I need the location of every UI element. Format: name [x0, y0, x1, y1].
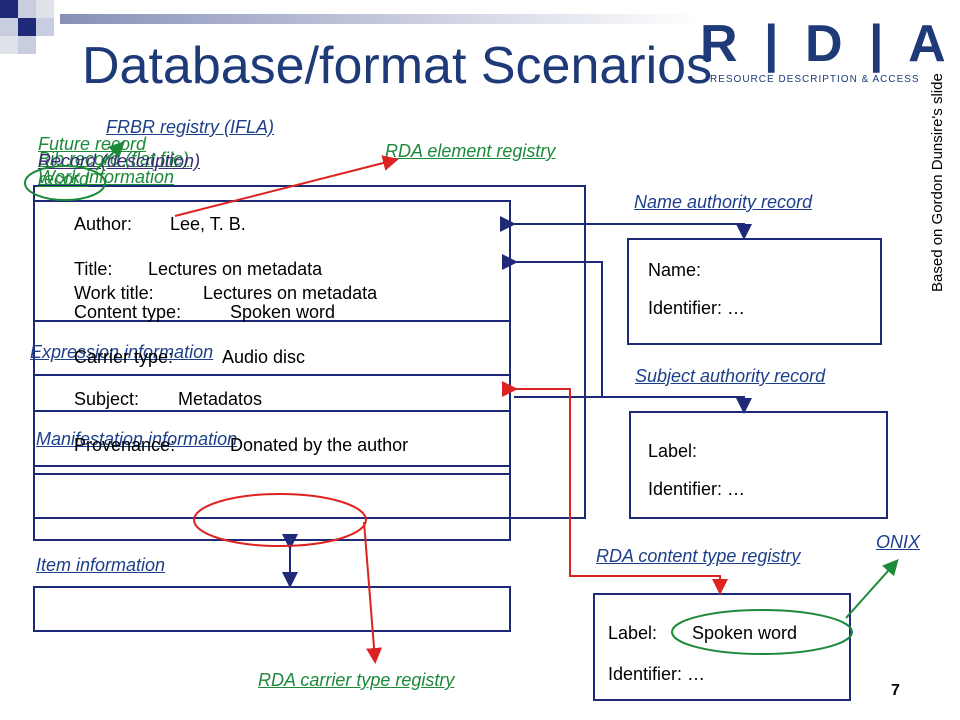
name-identifier: Identifier: … [648, 298, 746, 318]
divider-manifestation [33, 410, 511, 412]
label-expression-information[interactable]: Expression information [30, 342, 214, 362]
decor-square-1 [0, 0, 18, 18]
carriertype-value: Audio disc [222, 347, 306, 367]
contenttype-label: Content type: [74, 302, 182, 322]
name-label: Name: [648, 260, 702, 280]
divider-item-1 [33, 465, 511, 467]
decor-square-6 [36, 18, 54, 36]
rda-logo: R | D | A RESOURCE DESCRIPTION & ACCESS [700, 18, 950, 88]
subject-label-field: Label: [648, 441, 698, 461]
carriertype-label: Carrier type: [74, 347, 174, 367]
rda-content-type-registry-link[interactable]: RDA content type registry [596, 546, 801, 566]
contenttype-value: Spoken word [230, 302, 336, 322]
divider-item-2 [33, 473, 511, 475]
label-item-information[interactable]: Item information [36, 555, 166, 575]
author-label: Author: [74, 214, 133, 234]
decor-bar [60, 14, 700, 24]
rda-logo-tagline: RESOURCE DESCRIPTION & ACCESS [710, 74, 920, 85]
provenance-value: Donated by the author [230, 435, 409, 455]
divider-expression [33, 320, 511, 322]
content-identifier: Identifier: … [608, 664, 706, 684]
subject-identifier: Identifier: … [648, 479, 746, 499]
author-value: Lee, T. B. [170, 214, 246, 234]
subject-authority-box [629, 411, 888, 519]
rda-element-registry-link[interactable]: RDA element registry [385, 141, 556, 161]
item-box [33, 586, 511, 632]
subject-value: Metadatos [178, 389, 263, 409]
name-authority-heading[interactable]: Name authority record [634, 192, 813, 212]
decor-square-7 [18, 36, 36, 54]
decor-square-4 [0, 18, 18, 36]
content-label: Label: [608, 623, 658, 643]
decor-square-2 [18, 0, 36, 18]
label-work-information[interactable]: Work information [38, 167, 175, 187]
decor-square-3 [36, 0, 54, 18]
page-title: Database/format Scenarios [82, 37, 713, 95]
title-label: Title: [74, 259, 113, 279]
decor-square-8 [0, 36, 18, 54]
arrow-onix [845, 559, 899, 619]
title-value: Lectures on metadata [148, 259, 323, 279]
label-manifestation-information[interactable]: Manifestation information [36, 429, 238, 449]
frbr-registry-link[interactable]: FRBR registry (IFLA) [106, 117, 275, 137]
divider-subject [33, 374, 511, 376]
content-type-box [593, 593, 851, 701]
subject-authority-heading[interactable]: Subject authority record [635, 366, 826, 386]
subject-label: Subject: [74, 389, 140, 409]
page-number: 7 [891, 682, 900, 699]
bib-record-box [33, 200, 511, 541]
onix-link[interactable]: ONIX [876, 532, 921, 552]
name-authority-box [627, 238, 882, 345]
worktitle-value: Lectures on metadata [203, 283, 378, 303]
decor-square-5 [18, 18, 36, 36]
rda-logo-letters: R | D | A [700, 15, 952, 73]
rda-carrier-type-registry-link[interactable]: RDA carrier type registry [258, 670, 455, 690]
provenance-label: Provenance: [74, 435, 176, 455]
side-note: Based on Gordon Dunsire's slide [929, 73, 946, 292]
content-label-value: Spoken word [692, 623, 798, 643]
worktitle-label: Work title: [74, 283, 154, 303]
